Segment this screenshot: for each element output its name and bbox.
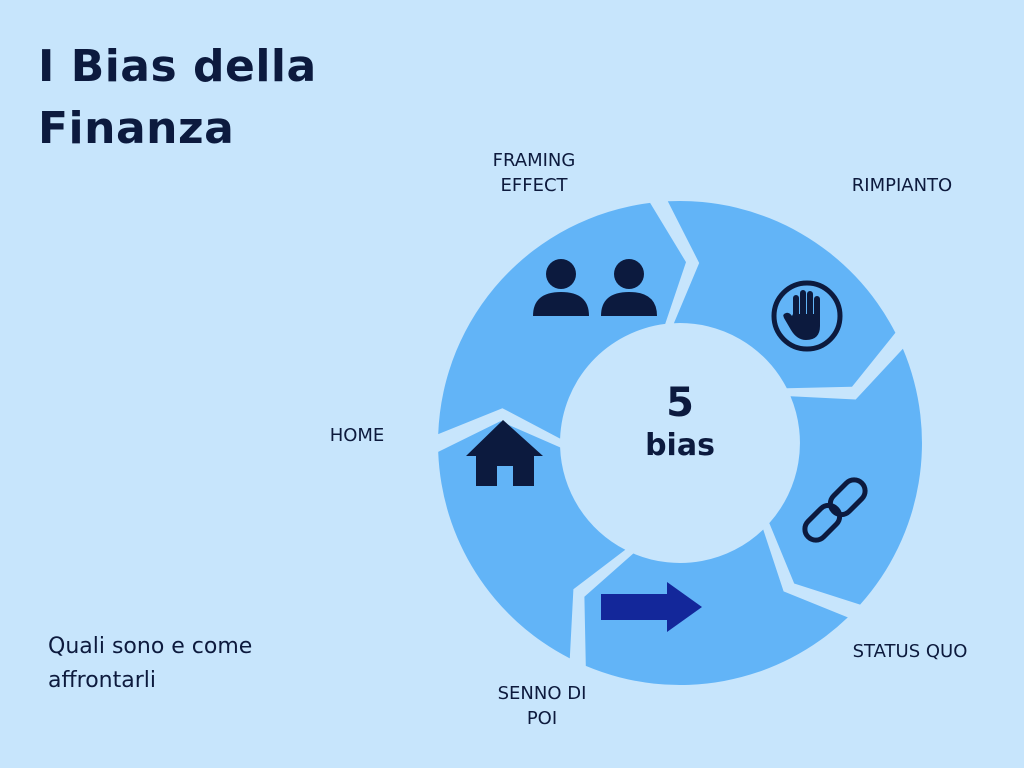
- label-rimpianto-line-1: RIMPIANTO: [851, 175, 953, 196]
- arrow-right-icon: [601, 582, 702, 632]
- title-line-1: I Bias della: [38, 41, 317, 92]
- title-line-2: Finanza: [38, 103, 235, 154]
- label-framing-effect-line-1: FRAMING: [492, 150, 576, 171]
- center-label: 5 bias: [580, 380, 780, 466]
- subtitle: Quali sono e come affrontarli: [48, 630, 348, 698]
- center-word: bias: [645, 428, 715, 463]
- label-senno-di-poi-line-1: SENNO DI: [497, 683, 587, 704]
- people-icon: [533, 259, 657, 316]
- link-icon: [802, 477, 868, 543]
- label-status-quo: STATUS QUO: [836, 639, 984, 664]
- label-framing-effect: FRAMING EFFECT: [462, 148, 606, 198]
- label-senno-di-poi: SENNO DI POI: [470, 681, 614, 731]
- segment-rimpianto: [769, 348, 922, 605]
- segment-status-quo: [584, 529, 848, 685]
- label-status-quo-line-1: STATUS QUO: [852, 641, 968, 662]
- stop-hand-icon: [771, 280, 843, 352]
- page-title: I Bias della Finanza: [38, 36, 398, 160]
- subtitle-line-2: affrontarli: [48, 668, 156, 693]
- label-framing-effect-line-2: EFFECT: [500, 175, 568, 196]
- label-rimpianto: RIMPIANTO: [830, 173, 974, 198]
- label-senno-di-poi-line-2: POI: [526, 708, 558, 729]
- label-home-line-1: HOME: [329, 425, 385, 446]
- center-number: 5: [666, 380, 694, 426]
- subtitle-line-1: Quali sono e come: [48, 634, 253, 659]
- center-circle: [573, 336, 787, 550]
- home-icon: [466, 420, 543, 486]
- label-home: HOME: [314, 423, 400, 448]
